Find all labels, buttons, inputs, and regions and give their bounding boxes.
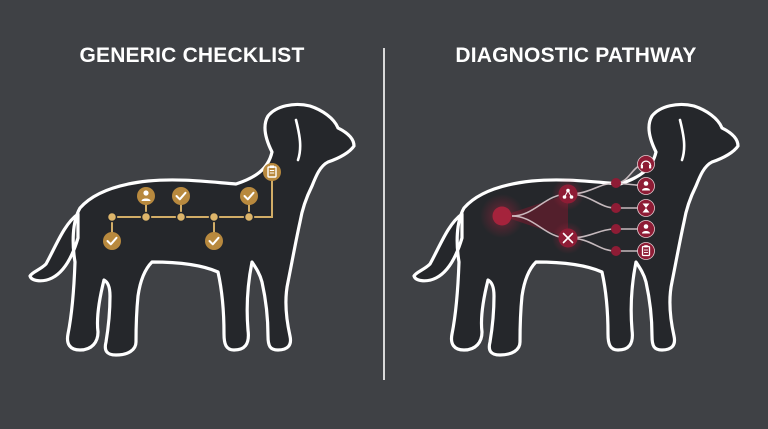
check-icon [103,232,121,250]
user-icon [637,220,655,238]
hourglass-icon [637,199,655,217]
dog-silhouette-right [412,102,740,357]
dog-silhouette-left [28,102,356,357]
panel-title-diagnostic-pathway: DIAGNOSTIC PATHWAY [455,44,697,67]
checklist-flow [103,163,281,250]
panel-divider [383,48,385,380]
checklist-node [175,211,187,223]
panel-title-generic-checklist: GENERIC CHECKLIST [79,44,305,67]
pathway-node [611,203,621,213]
check-icon [240,187,258,205]
checklist-node [106,211,118,223]
pathway-node [611,246,621,256]
diagnostic-pathway [480,155,655,260]
clipboard-icon [263,163,281,181]
user-icon [637,177,655,195]
checklist-node [243,211,255,223]
user-icon [137,187,155,205]
cross-arrows-icon [558,228,578,248]
pathway-node [611,224,621,234]
share-icon [558,184,578,204]
checklist-node [140,211,152,223]
pathway-origin-node [492,206,512,226]
check-icon [205,232,223,250]
check-icon [172,187,190,205]
clipboard-icon [637,242,655,260]
pathway-node [611,178,621,188]
headset-icon [637,155,655,173]
checklist-node [208,211,220,223]
